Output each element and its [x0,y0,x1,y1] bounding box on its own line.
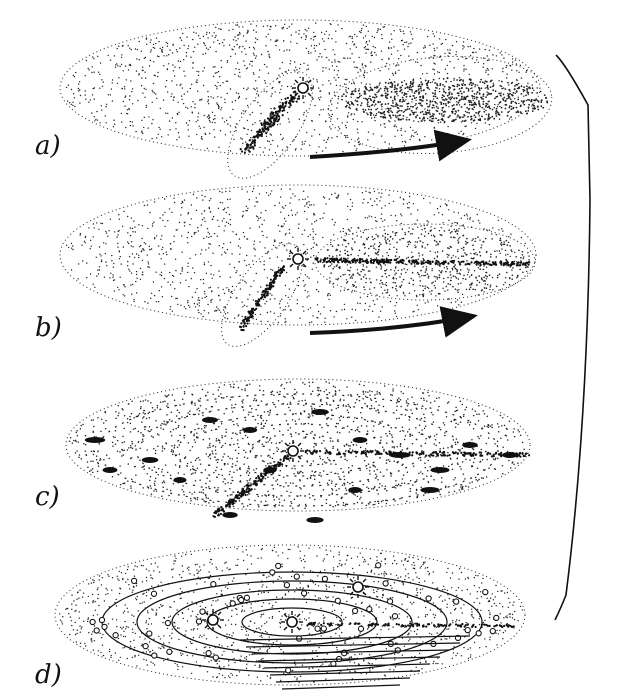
bracket-line [555,55,590,620]
panel-a [60,20,555,192]
galaxy-cloud-b [60,185,536,359]
star-icon [347,576,369,598]
star-icon [282,440,304,462]
panel-b [60,185,536,359]
panel-label-d: d) [35,662,62,688]
star-icon [292,77,314,99]
panel-c [66,379,530,523]
galaxy-cloud-a [60,20,555,192]
rotation-arrow-icon [310,316,474,333]
star-icon [281,611,303,633]
star-icon [202,609,224,631]
panel-d [55,545,525,689]
panel-label-b: b) [35,315,62,341]
panel-label-c: c) [35,484,60,510]
star-icon [287,248,309,270]
panel-label-a: a) [35,133,61,159]
